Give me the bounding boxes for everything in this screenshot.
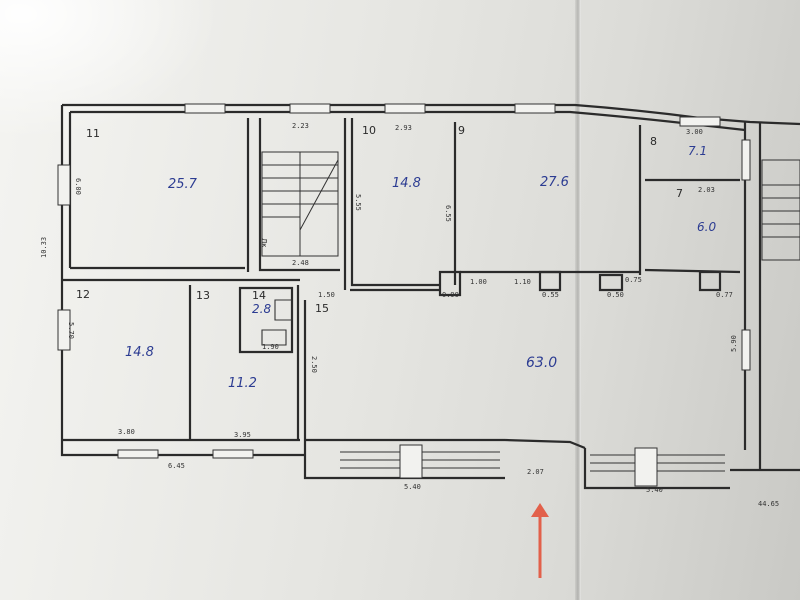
arrow-up-icon bbox=[531, 503, 549, 578]
room-number: 7 bbox=[676, 187, 683, 200]
room-number: 12 bbox=[76, 288, 90, 301]
room-area: 63.0 bbox=[526, 355, 557, 371]
svg-text:0.55: 0.55 bbox=[542, 291, 559, 299]
svg-text:6.55: 6.55 bbox=[444, 205, 452, 222]
room-area: 25.7 bbox=[168, 177, 198, 192]
svg-text:5.40: 5.40 bbox=[404, 483, 421, 491]
svg-text:3.95: 3.95 bbox=[234, 431, 251, 439]
room-number: 10 bbox=[362, 124, 376, 137]
windows bbox=[57, 103, 751, 459]
svg-text:1.10: 1.10 bbox=[514, 278, 531, 286]
room-area: 6.0 bbox=[697, 220, 716, 234]
room-number: 9 bbox=[458, 124, 465, 137]
room-number: 14 bbox=[252, 289, 266, 302]
room-area: 2.8 bbox=[252, 302, 271, 316]
room-number: 11 bbox=[86, 127, 100, 140]
svg-text:10.33: 10.33 bbox=[40, 237, 48, 258]
stair-entrance bbox=[340, 444, 725, 487]
room-number: 15 bbox=[315, 302, 329, 315]
stair-left bbox=[261, 151, 339, 257]
svg-text:1.50: 1.50 bbox=[318, 291, 335, 299]
svg-text:3.80: 3.80 bbox=[118, 428, 135, 436]
svg-text:5.70: 5.70 bbox=[67, 322, 75, 339]
room-number: 8 bbox=[650, 135, 657, 148]
paper-fold bbox=[575, 0, 581, 600]
svg-text:3.00: 3.00 bbox=[686, 128, 703, 136]
svg-text:2.03: 2.03 bbox=[698, 186, 715, 194]
svg-text:5.40: 5.40 bbox=[646, 486, 663, 494]
room-area: 11.2 bbox=[228, 376, 257, 391]
svg-text:44.65: 44.65 bbox=[758, 500, 779, 508]
room-area: 14.8 bbox=[392, 176, 421, 191]
room-area: 7.1 bbox=[688, 144, 707, 158]
svg-text:0.50: 0.50 bbox=[607, 291, 624, 299]
svg-text:0.77: 0.77 bbox=[716, 291, 733, 299]
svg-text:5.55: 5.55 bbox=[354, 194, 362, 211]
room-area: 27.6 bbox=[540, 175, 569, 190]
svg-text:0.75: 0.75 bbox=[625, 276, 642, 284]
room-area: 14.8 bbox=[125, 345, 154, 360]
svg-text:6.45: 6.45 bbox=[168, 462, 185, 470]
dimension-labels: 2.23 2.93 3.00 2.03 6.00 5.55 6.55 10.33… bbox=[40, 122, 779, 508]
partitions bbox=[62, 118, 762, 470]
svg-text:5.90: 5.90 bbox=[730, 335, 738, 352]
svg-text:2.23: 2.23 bbox=[292, 122, 309, 130]
light-glare bbox=[0, 0, 220, 140]
svg-text:2.48: 2.48 bbox=[292, 259, 309, 267]
svg-text:2.50: 2.50 bbox=[310, 356, 318, 373]
stair-right bbox=[761, 159, 800, 261]
svg-text:1.90: 1.90 bbox=[262, 343, 279, 351]
room-number: 13 bbox=[196, 289, 210, 302]
svg-text:1.00: 1.00 bbox=[470, 278, 487, 286]
svg-text:2.93: 2.93 bbox=[395, 124, 412, 132]
svg-text:2.07: 2.07 bbox=[527, 468, 544, 476]
svg-text:0.90: 0.90 bbox=[442, 291, 459, 299]
outer-walls bbox=[60, 103, 800, 490]
svg-text:6.00: 6.00 bbox=[74, 178, 82, 195]
svg-text:Лк: Лк bbox=[260, 238, 268, 248]
